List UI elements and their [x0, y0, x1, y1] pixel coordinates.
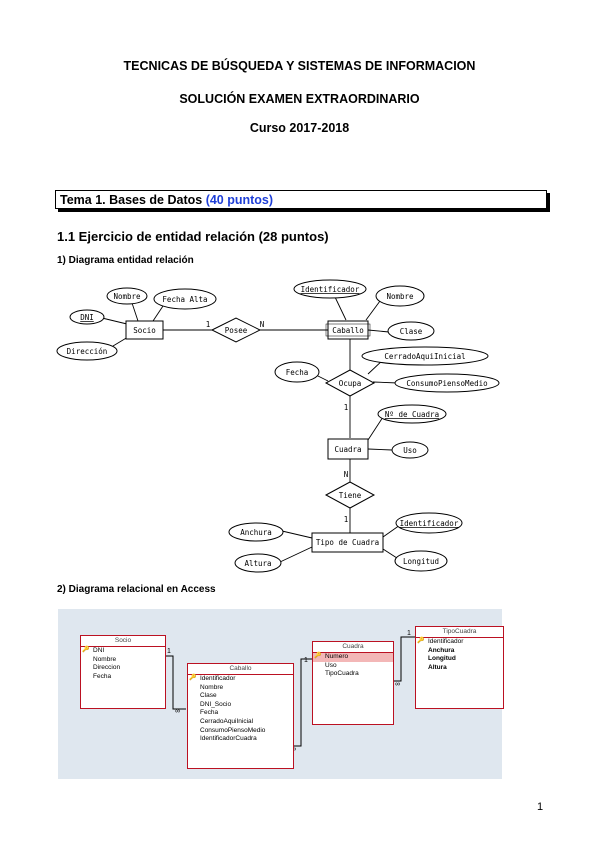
- table-caballo-field: DNI_Socio: [200, 700, 232, 708]
- rel1-one: 1: [167, 648, 171, 655]
- table-tipocuadra[interactable]: TipoCuadra Identificador Anchura Longitu…: [415, 626, 504, 709]
- attr-dni: DNI: [80, 313, 94, 322]
- course-year: Curso 2017-2018: [249, 121, 350, 135]
- entity-socio-box: [125, 320, 164, 340]
- attr-uso: Uso: [403, 446, 417, 455]
- table-socio[interactable]: Socio DNI Nombre Direccion Fecha: [80, 635, 166, 709]
- table-caballo-field: Identificador: [188, 674, 293, 684]
- table-tipocuadra-field: Altura: [428, 663, 447, 671]
- rel3-many: ∞: [395, 681, 400, 688]
- entity-cuadra-box: [327, 438, 369, 460]
- er-heading: 1) Diagrama entidad relación: [57, 255, 194, 266]
- relation-tiene-label: Tiene: [339, 491, 362, 500]
- tema-heading: Tema 1. Bases de Datos (40 puntos): [55, 190, 547, 209]
- table-caballo-field: IdentificadorCuadra: [200, 735, 257, 743]
- relation-ocupa-label: Ocupa: [339, 379, 362, 388]
- attr-fecha: Fecha: [286, 368, 309, 377]
- card-posee-caballo: N: [260, 320, 265, 329]
- table-tipocuadra-title: TipoCuadra: [416, 627, 503, 638]
- table-socio-title: Socio: [81, 636, 165, 647]
- attr-nombre-caballo: Nombre: [386, 292, 414, 301]
- attr-identificador-caballo: Identificador: [301, 285, 360, 294]
- entity-socio-label: Socio: [133, 326, 156, 335]
- rel3-one: 1: [407, 630, 411, 637]
- rel2-one: 1: [304, 657, 308, 664]
- table-caballo-title: Caballo: [188, 664, 293, 675]
- card-ocupa-cuadra: 1: [344, 403, 349, 412]
- card-tiene-cuadra: N: [344, 470, 349, 479]
- attr-direccion: Dirección: [67, 347, 108, 356]
- attr-nombre-socio: Nombre: [113, 292, 141, 301]
- table-socio-field: Direccion: [93, 664, 121, 672]
- table-tipocuadra-field: Identificador: [416, 637, 503, 647]
- entity-tipo-label: Tipo de Cuadra: [316, 538, 379, 547]
- access-heading: 2) Diagrama relacional en Access: [57, 584, 216, 595]
- table-socio-field: DNI: [81, 646, 165, 656]
- table-cuadra[interactable]: Cuadra Numero Uso TipoCuadra: [312, 641, 394, 725]
- rel1-many: ∞: [175, 708, 180, 715]
- relation-tiene-diamond: [324, 481, 376, 509]
- table-caballo-field: Fecha: [200, 709, 219, 717]
- entity-tipo-box: [311, 532, 384, 553]
- table-caballo[interactable]: Caballo Identificador Nombre Clase DNI_S…: [187, 663, 294, 769]
- table-caballo-field: Clase: [200, 692, 217, 700]
- entity-cuadra-label: Cuadra: [334, 445, 361, 454]
- relation-ocupa-diamond: [324, 369, 376, 397]
- entity-caballo-label: Caballo: [332, 326, 364, 335]
- table-caballo-field: CerradoAquiInicial: [200, 717, 254, 725]
- table-cuadra-field: Numero: [313, 652, 393, 662]
- attr-cerrado: CerradoAquiInicial: [384, 352, 465, 361]
- table-tipocuadra-field: Longitud: [428, 655, 456, 663]
- attr-identificador-tipo: Identificador: [400, 519, 459, 528]
- access-relationships-panel: 1 ∞ ∞ 1 ∞ 1 Socio DNI Nombre Direccion F…: [58, 609, 504, 779]
- table-cuadra-title: Cuadra: [313, 642, 393, 653]
- table-tipocuadra-field: Anchura: [428, 646, 455, 654]
- relation-posee-label: Posee: [225, 326, 248, 335]
- attr-num-cuadra: Nº de Cuadra: [385, 410, 439, 419]
- attr-anchura: Anchura: [240, 528, 272, 537]
- doc-title: TECNICAS DE BÚSQUEDA Y SISTEMAS DE INFOR…: [123, 59, 476, 73]
- tema-points: (40 puntos): [205, 193, 274, 207]
- attr-altura: Altura: [244, 559, 271, 568]
- section-title: 1.1 Ejercicio de entidad relación (28 pu…: [57, 229, 329, 244]
- card-tiene-tipo: 1: [344, 515, 349, 524]
- table-socio-field: Fecha: [93, 672, 112, 680]
- attr-consumo: ConsumoPiensoMedio: [406, 379, 488, 388]
- attr-fecha-alta: Fecha Alta: [162, 295, 207, 304]
- attr-clase: Clase: [400, 327, 423, 336]
- table-cuadra-field: TipoCuadra: [325, 670, 359, 678]
- page-number: 1: [537, 801, 544, 813]
- doc-subtitle: SOLUCIÓN EXAMEN EXTRAORDINARIO: [179, 92, 420, 106]
- card-posee-socio: 1: [206, 320, 211, 329]
- entity-caballo-box: [327, 320, 369, 340]
- table-caballo-field: Nombre: [200, 683, 224, 691]
- table-caballo-field: ConsumoPiensoMedio: [200, 726, 266, 734]
- table-socio-field: Nombre: [93, 655, 117, 663]
- tema-label: Tema 1. Bases de Datos: [60, 193, 203, 207]
- attr-longitud: Longitud: [403, 557, 439, 566]
- table-cuadra-field: Uso: [325, 661, 337, 669]
- relation-posee-diamond: [210, 317, 262, 343]
